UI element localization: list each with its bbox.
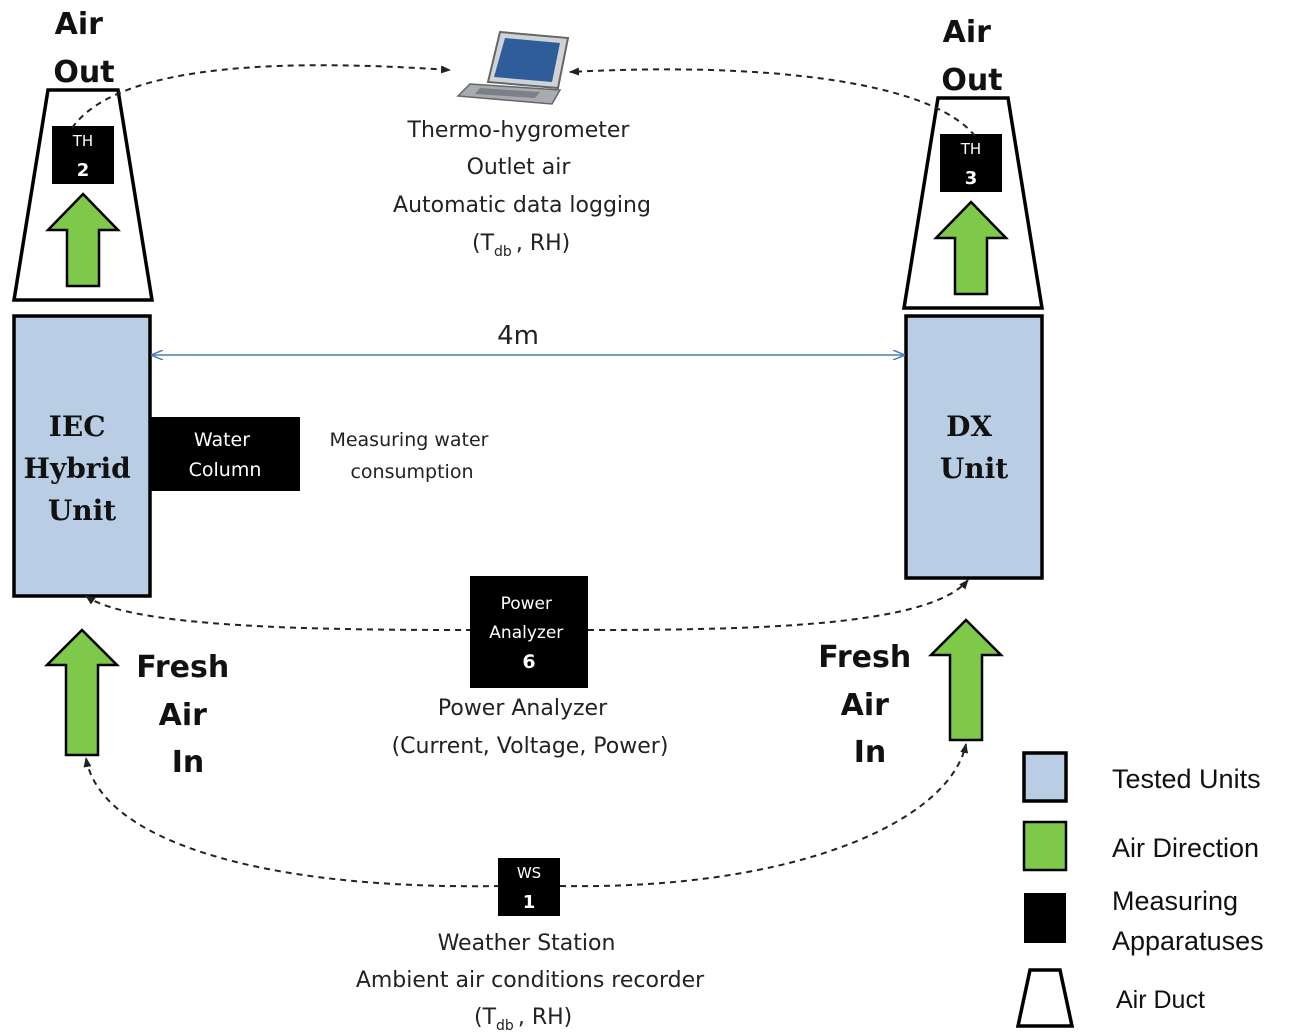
legend-swatch-tested-units	[1022, 751, 1068, 803]
power-desc-line2: (Current, Voltage, Power)	[392, 734, 669, 759]
dashed-link-power-dx	[587, 579, 969, 631]
logger-variables: (Tdb, RH)	[472, 231, 570, 260]
legend-label-tested-units: Tested Units	[1112, 764, 1261, 794]
air-out-left-line2: Out	[53, 55, 114, 90]
water-column-box	[150, 417, 300, 491]
dashed-link-power-iec	[85, 595, 473, 631]
air-direction-arrow-out-left	[45, 192, 121, 288]
laptop-icon	[456, 30, 570, 105]
legend-swatch-measuring-apparatuses	[1024, 893, 1066, 943]
power-description: Power Analyzer (Current, Voltage, Power)	[392, 696, 669, 759]
ws-desc-line2: Ambient air conditions recorder	[356, 968, 705, 993]
weather-station-box	[498, 858, 560, 916]
legend-swatch-air-direction	[1022, 820, 1068, 872]
legend-label-air-direction: Air Direction	[1112, 833, 1259, 863]
weather-station-description: Weather Station Ambient air conditions r…	[356, 931, 705, 993]
iec-hybrid-unit	[12, 314, 152, 598]
legend-label-air-duct: Air Duct	[1116, 986, 1205, 1014]
legend-swatch-air-duct	[1015, 968, 1075, 1028]
logger-desc-line3: Automatic data logging	[393, 193, 651, 218]
fresh-air-left-label: Fresh Air In	[136, 650, 239, 780]
power-box-line1: Power	[501, 594, 552, 614]
th2-code: TH	[72, 132, 93, 150]
water-column-line2: Column	[189, 459, 262, 481]
dashed-link-ws-dx	[559, 743, 969, 888]
fresh-air-right-line1: Fresh	[818, 640, 911, 675]
fresh-air-right-line3: In	[854, 735, 887, 770]
dashed-link-th3-laptop	[569, 67, 976, 137]
fresh-air-right-line2: Air	[841, 688, 890, 723]
dx-unit	[904, 314, 1044, 580]
th3-sensor-box	[940, 134, 1002, 192]
th2-number: 2	[77, 160, 90, 181]
fresh-air-left-line3: In	[172, 745, 205, 780]
power-desc-line1: Power Analyzer	[438, 696, 608, 721]
logger-desc-line2: Outlet air	[467, 155, 572, 180]
air-direction-arrow-in-left	[43, 628, 121, 757]
ws-variables: (Tdb, RH)	[474, 1005, 572, 1032]
th3-code: TH	[960, 140, 981, 158]
fresh-air-left-line2: Air	[159, 698, 208, 733]
power-box-number: 6	[522, 651, 535, 673]
iec-label-line1: IEC	[49, 410, 106, 443]
air-out-left-line1: Air	[55, 7, 104, 42]
dashed-link-th2-laptop	[71, 64, 451, 129]
dx-label-line1: DX	[946, 410, 992, 443]
power-box-line2: Analyzer	[489, 623, 563, 643]
air-out-left-label: Air Out	[53, 7, 114, 90]
air-out-right-line1: Air	[943, 15, 992, 50]
dashed-link-ws-iec	[83, 757, 501, 888]
ws-desc-line1: Weather Station	[438, 931, 616, 956]
ws-code: WS	[517, 864, 541, 882]
dx-unit-label: DX Unit	[940, 410, 1008, 485]
fresh-air-right-label: Fresh Air In	[818, 640, 921, 770]
air-direction-arrow-out-right	[933, 200, 1009, 296]
power-analyzer-box	[470, 576, 588, 688]
dx-label-line2: Unit	[940, 452, 1008, 485]
air-out-right-line2: Out	[941, 63, 1002, 98]
legend: Tested Units Air Direction Measuring App…	[1015, 751, 1264, 1028]
water-desc-line1: Measuring water	[329, 429, 488, 451]
th2-sensor-box	[52, 126, 114, 184]
fresh-air-left-line1: Fresh	[136, 650, 229, 685]
iec-label-line2: Hybrid	[23, 452, 130, 485]
logger-description: Thermo-hygrometer Outlet air Automatic d…	[393, 118, 651, 218]
legend-label-measuring-apparatuses: Measuring Apparatuses	[1112, 886, 1264, 956]
iec-unit-label: IEC Hybrid Unit	[23, 410, 140, 527]
air-out-right-label: Air Out	[941, 15, 1002, 98]
ws-number: 1	[523, 892, 536, 913]
logger-desc-line1: Thermo-hygrometer	[407, 118, 631, 143]
distance-label: 4m	[497, 321, 539, 351]
air-direction-arrow-in-right	[927, 618, 1005, 742]
iec-label-line3: Unit	[48, 494, 116, 527]
water-column-label: Water Column	[189, 429, 262, 481]
water-description: Measuring water consumption	[329, 429, 494, 483]
water-column-line1: Water	[194, 429, 250, 451]
power-analyzer-box-label: Power Analyzer 6	[489, 594, 568, 673]
water-desc-line2: consumption	[350, 461, 473, 483]
th3-number: 3	[965, 168, 978, 189]
